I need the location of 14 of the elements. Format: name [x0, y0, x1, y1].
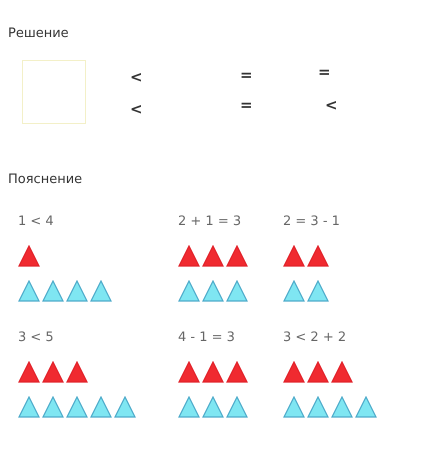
math-expression: 2 = 3 - 1	[283, 214, 340, 229]
math-expression: 2 + 1 = 3	[178, 214, 242, 229]
math-expression: 4 - 1 = 3	[178, 330, 235, 345]
comparison-sign: <	[130, 68, 143, 86]
section-heading: Решение	[8, 26, 69, 41]
comparison-sign: <	[325, 96, 338, 114]
math-expression: 1 < 4	[18, 214, 54, 229]
math-expression: 3 < 2 + 2	[283, 330, 346, 345]
equals-sign: =	[318, 63, 331, 81]
math-expression: 3 < 5	[18, 330, 54, 345]
equals-sign: =	[240, 96, 253, 114]
comparison-sign: <	[130, 100, 143, 118]
section-heading: Пояснение	[8, 172, 82, 187]
equals-sign: =	[240, 66, 253, 84]
